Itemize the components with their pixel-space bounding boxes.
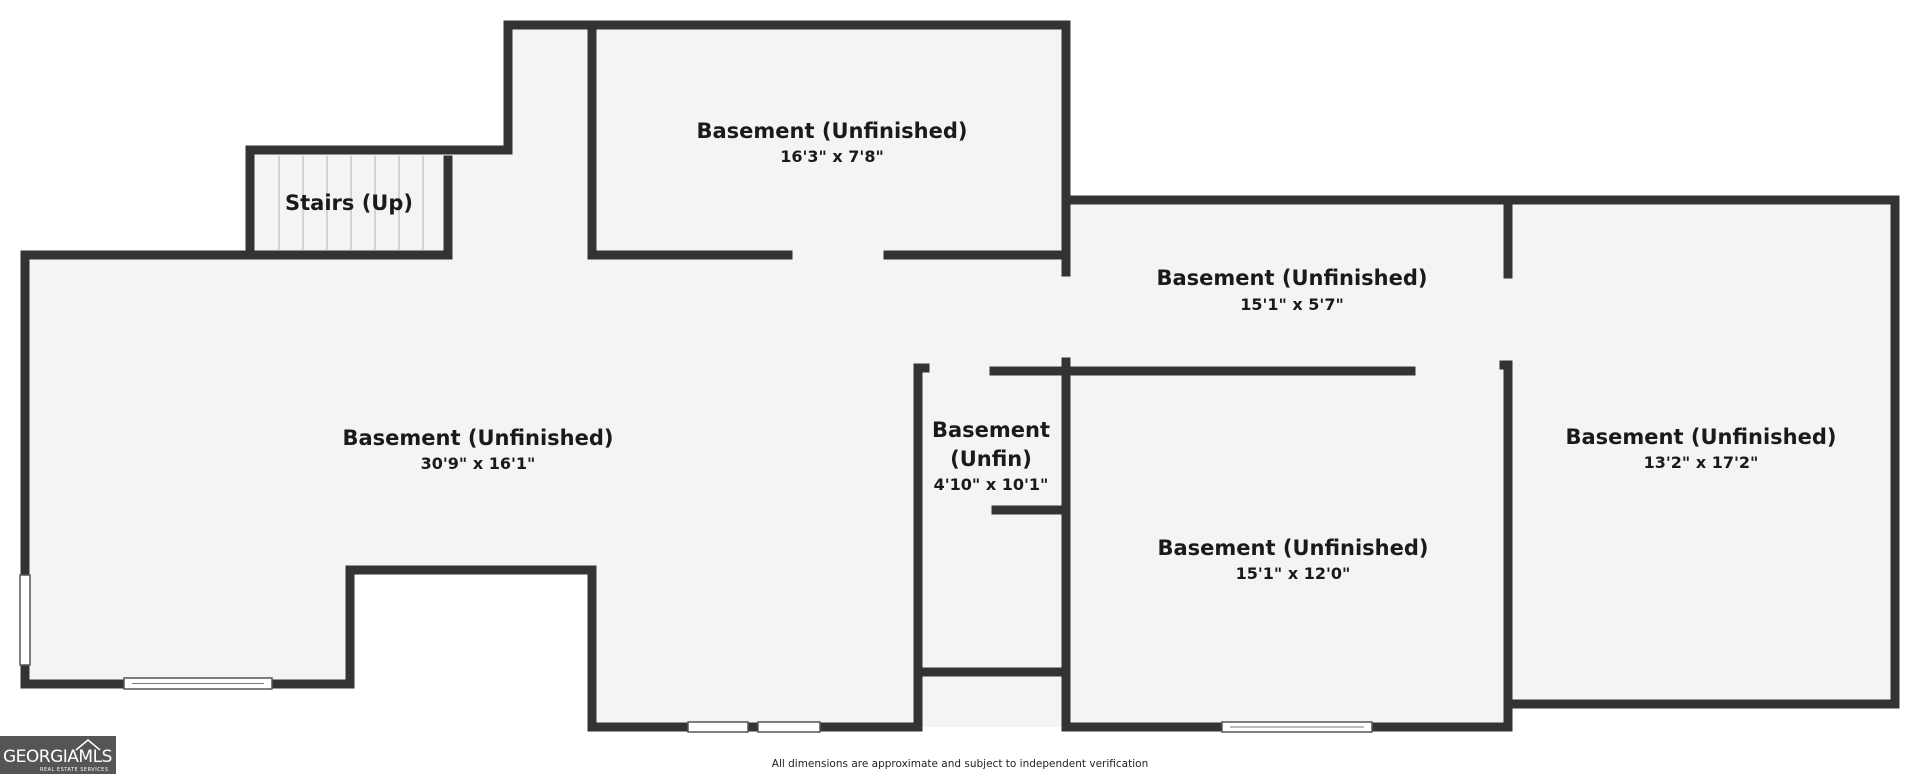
room-dimensions-top: 16'3" x 7'8" [780, 147, 884, 166]
room-name-small-line2: (Unfin) [950, 447, 1032, 471]
disclaimer-text: All dimensions are approximate and subje… [772, 758, 1148, 770]
window-main-left [19, 574, 31, 666]
room-name-top: Basement (Unfinished) [697, 119, 968, 143]
room-labels: Basement (Unfinished) 16'3" x 7'8" Stair… [285, 119, 1836, 770]
window-lower-2 [757, 721, 821, 733]
logo-roof-icon [75, 739, 101, 751]
room-name-hall: Basement (Unfinished) [1157, 266, 1428, 290]
room-name-center: Basement (Unfinished) [1158, 536, 1429, 560]
room-dimensions-small: 4'10" x 10'1" [934, 475, 1049, 494]
walls [20, 20, 1900, 732]
windows [19, 574, 1373, 733]
room-dimensions-hall: 15'1" x 5'7" [1240, 295, 1344, 314]
room-name-stairs: Stairs (Up) [285, 191, 413, 215]
window-lower-1 [687, 721, 749, 733]
room-name-right: Basement (Unfinished) [1566, 425, 1837, 449]
room-dimensions-right: 13'2" x 17'2" [1644, 453, 1759, 472]
logo-subtext: REAL ESTATE SERVICES [40, 767, 109, 773]
logo-text: GEORGIAMLS [3, 747, 112, 767]
stair-treads [278, 156, 424, 250]
georgia-mls-logo: GEORGIAMLS REAL ESTATE SERVICES [0, 736, 116, 774]
room-dimensions-main: 30'9" x 16'1" [421, 454, 536, 473]
room-name-main: Basement (Unfinished) [343, 426, 614, 450]
room-dimensions-center: 15'1" x 12'0" [1236, 564, 1351, 583]
room-name-small-line1: Basement [932, 418, 1050, 442]
logo-background [0, 736, 116, 774]
